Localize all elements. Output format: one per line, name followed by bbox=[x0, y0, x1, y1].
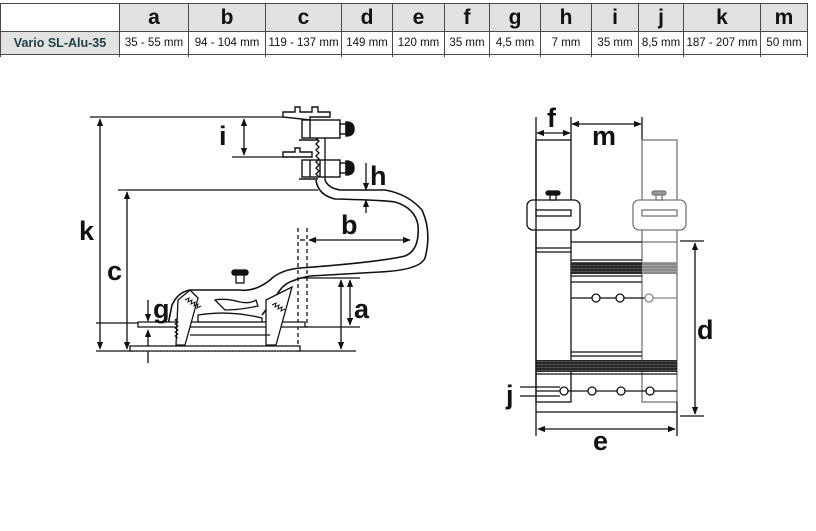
header-b: b bbox=[188, 3, 266, 32]
value-a: 35 - 55 mm bbox=[119, 31, 189, 55]
header-e: e bbox=[392, 3, 445, 32]
hole bbox=[591, 293, 601, 303]
value-c: 119 - 137 mm bbox=[265, 31, 342, 55]
front-view bbox=[520, 117, 704, 436]
label-e: e bbox=[593, 426, 608, 456]
left-strap bbox=[535, 139, 572, 403]
left-claw bbox=[175, 289, 199, 346]
right-claw bbox=[265, 285, 294, 346]
value-m: 50 mm bbox=[760, 31, 808, 55]
value-d: 149 mm bbox=[341, 31, 393, 55]
label-i: i bbox=[219, 121, 227, 151]
hole bbox=[616, 386, 626, 396]
hole bbox=[559, 386, 569, 396]
value-i: 35 mm bbox=[591, 31, 639, 55]
side-view bbox=[90, 106, 429, 363]
table-corner-cell bbox=[0, 3, 120, 32]
header-c: c bbox=[265, 3, 342, 32]
hole bbox=[587, 386, 597, 396]
label-b: b bbox=[341, 210, 358, 240]
header-j: j bbox=[638, 3, 684, 32]
label-g: g bbox=[153, 294, 170, 324]
base-knob bbox=[231, 269, 249, 284]
value-e: 120 mm bbox=[392, 31, 445, 55]
table-header-row: a b c d e f g h i j k m bbox=[0, 3, 808, 32]
lower-mesh-band bbox=[536, 360, 677, 372]
label-d: d bbox=[697, 315, 714, 345]
lower-rail bbox=[129, 345, 301, 352]
header-d: d bbox=[341, 3, 393, 32]
label-k: k bbox=[79, 216, 95, 246]
hole bbox=[644, 293, 654, 303]
base-body bbox=[197, 312, 263, 323]
label-m: m bbox=[592, 121, 616, 151]
clamp-lower bbox=[282, 147, 355, 180]
product-name-cell: Vario SL-Alu-35 bbox=[0, 31, 120, 55]
value-f: 35 mm bbox=[444, 31, 490, 55]
label-a: a bbox=[354, 294, 370, 324]
hole bbox=[615, 293, 625, 303]
base-clip bbox=[213, 298, 259, 311]
label-j: j bbox=[505, 380, 514, 410]
header-g: g bbox=[489, 3, 541, 32]
header-k: k bbox=[683, 3, 761, 32]
table-row: Vario SL-Alu-35 35 - 55 mm 94 - 104 mm 1… bbox=[0, 31, 808, 55]
header-m: m bbox=[760, 3, 808, 32]
hook-arm-outer bbox=[261, 179, 429, 316]
clamp-upper bbox=[282, 106, 355, 141]
label-h: h bbox=[370, 161, 387, 191]
value-h: 7 mm bbox=[540, 31, 592, 55]
value-k: 187 - 207 mm bbox=[683, 31, 761, 55]
value-j: 8,5 mm bbox=[638, 31, 684, 55]
dimension-table: a b c d e f g h i j k m Vario SL-Alu-35 … bbox=[0, 3, 808, 57]
table-tail-row bbox=[0, 54, 808, 57]
label-f: f bbox=[547, 103, 557, 133]
hole bbox=[645, 386, 655, 396]
hook-arm-inner bbox=[167, 179, 420, 326]
value-g: 4,5 mm bbox=[489, 31, 541, 55]
header-h: h bbox=[540, 3, 592, 32]
upper-mesh-band bbox=[571, 262, 642, 274]
label-c: c bbox=[107, 256, 122, 286]
serrated-rod bbox=[315, 137, 320, 178]
